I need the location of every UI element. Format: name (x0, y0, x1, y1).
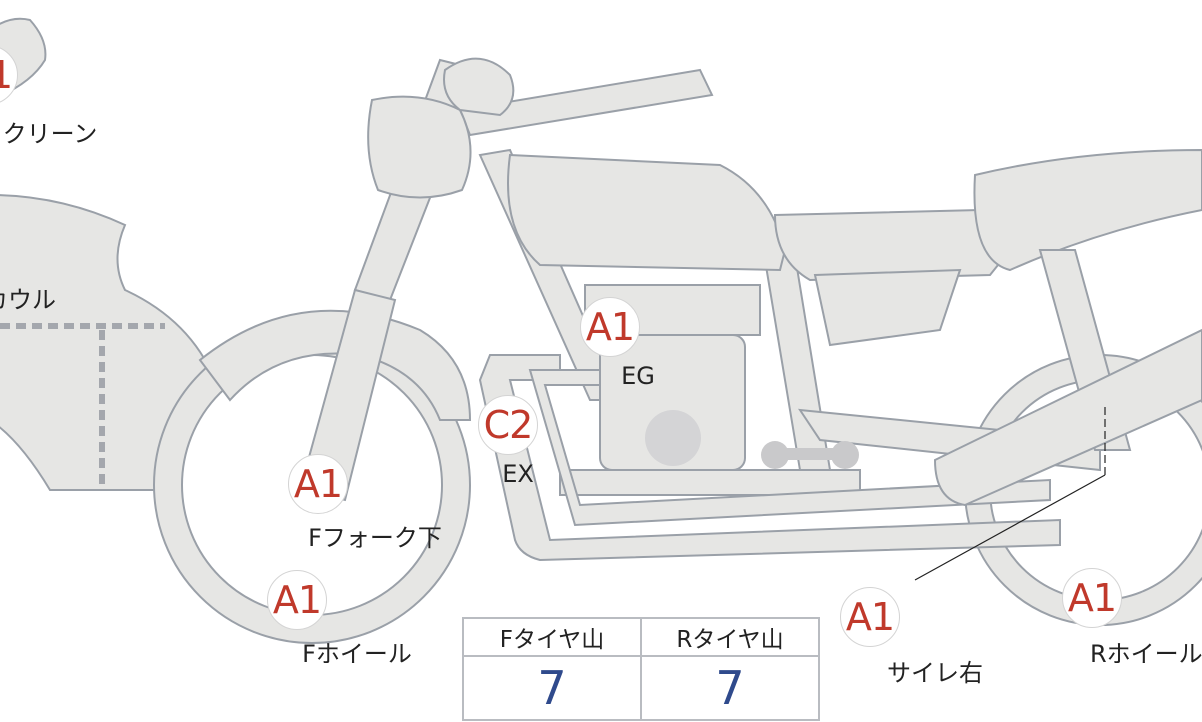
value-rear-tyre: 7 (640, 655, 820, 721)
label-front-fork-lower: Fフォーク下 (308, 524, 442, 552)
grade-badge-rear-wheel: A1 (1062, 568, 1122, 628)
label-engine: EG (621, 362, 655, 390)
seat-shape (773, 208, 1012, 282)
grade-badge-engine: A1 (580, 297, 640, 357)
grade-badge-silencer-right: A1 (840, 587, 900, 647)
label-front-wheel: Fホイール (302, 640, 412, 668)
label-screen: クリーン (2, 120, 98, 148)
label-silencer-right: サイレ右 (887, 659, 983, 687)
fuel-tank-shape (507, 153, 787, 272)
header-front-tyre: Fタイヤ山 (462, 617, 642, 657)
label-rear-wheel: Rホイール (1090, 640, 1202, 668)
cowl-shape (0, 194, 221, 491)
grade-badge-front-wheel: A1 (267, 570, 327, 630)
value-front-tyre: 7 (462, 655, 642, 721)
silencer-shape (933, 328, 1202, 507)
label-exhaust: EX (502, 460, 534, 488)
grade-badge-exhaust: C2 (478, 395, 538, 455)
grade-badge-screen: A1 (0, 45, 18, 105)
tyre-tread-table: Fタイヤ山 Rタイヤ山 7 7 (462, 617, 820, 721)
header-rear-tyre: Rタイヤ山 (640, 617, 820, 657)
grade-badge-front-fork-lower: A1 (288, 454, 348, 514)
label-cowl: カウル (0, 286, 56, 314)
